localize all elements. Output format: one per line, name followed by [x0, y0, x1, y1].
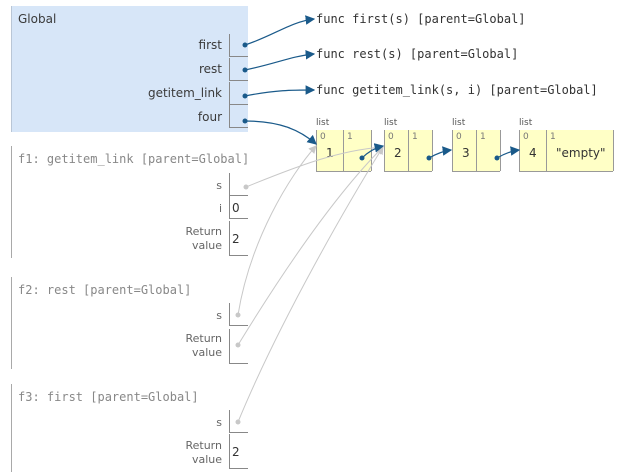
global-frame-title: Global — [18, 12, 57, 26]
global-frame: Global first rest getitem_link four — [11, 6, 248, 132]
var-cell-getitem-link — [229, 82, 248, 105]
list-1-rest-arrow — [361, 143, 385, 159]
frame-f3-return-value: 2 — [232, 445, 240, 459]
frame-f1-i-value: 0 — [232, 201, 240, 215]
frame-f3-s-label: s — [216, 416, 222, 429]
list-2: 0 2 1 — [384, 130, 433, 172]
list-3-index-0: 0 — [456, 132, 462, 142]
var-cell-first — [229, 34, 248, 57]
list-1-index-0: 0 — [320, 132, 326, 142]
global-pointer-arrows — [242, 15, 317, 145]
function-getitem-link: func getitem_link(s, i) [parent=Global] — [316, 83, 598, 97]
list-4-rest-value: "empty" — [556, 146, 606, 160]
f2-return-arrow — [237, 146, 384, 346]
f2-s-arrow — [237, 145, 317, 316]
frame-f1-i-label: i — [218, 202, 222, 215]
frame-f2-return-label: Return value — [185, 332, 222, 360]
list-3-value: 3 — [462, 146, 470, 160]
frame-f3-title: f3: first [parent=Global] — [18, 390, 199, 404]
frame-f2-s-cell — [229, 303, 248, 326]
frame-f1-s-cell — [229, 173, 248, 196]
list-3-cell-first: 0 3 — [452, 130, 477, 171]
return-label-line-2: value — [191, 239, 222, 252]
var-cell-rest — [229, 58, 248, 81]
frame-f1-return-label: Return value — [185, 225, 222, 253]
var-label-first: first — [198, 38, 222, 52]
return-label-line-1: Return — [185, 332, 222, 345]
return-label-line-1: Return — [185, 439, 222, 452]
list-2-cell-first: 0 2 — [384, 130, 409, 171]
list-3: 0 3 1 — [452, 130, 501, 172]
list-3-rest-arrow — [496, 146, 521, 159]
getitem-link-arrow — [244, 85, 316, 97]
return-label-line-2: value — [191, 453, 222, 466]
first-arrow — [244, 15, 316, 46]
list-3-index-1: 1 — [480, 132, 486, 142]
list-4-index-1: 1 — [550, 132, 556, 142]
list-2-rest-arrow — [428, 146, 453, 159]
var-label-four: four — [197, 110, 222, 124]
frame-f3-s-cell — [229, 410, 248, 433]
four-arrow — [244, 120, 317, 145]
list-4-index-0: 0 — [523, 132, 529, 142]
list-2-value: 2 — [394, 146, 402, 160]
list-3-cell-rest: 1 — [476, 130, 501, 171]
list-1-index-1: 1 — [347, 132, 353, 142]
f3-s-arrow — [237, 146, 384, 423]
list-1-value: 1 — [326, 146, 334, 160]
list-3-label: list — [452, 118, 466, 128]
function-rest: func rest(s) [parent=Global] — [316, 47, 519, 61]
return-label-line-2: value — [191, 346, 222, 359]
list-4-cell-rest: 1 "empty" — [546, 130, 614, 171]
list-2-index-1: 1 — [412, 132, 418, 142]
frame-f2-s-label: s — [216, 309, 222, 322]
frame-f3-return-label: Return value — [185, 439, 222, 467]
list-link-arrows — [359, 143, 521, 161]
list-2-cell-rest: 1 — [408, 130, 433, 171]
list-4-value: 4 — [529, 146, 537, 160]
rest-arrow — [244, 49, 316, 71]
list-4-label: list — [519, 118, 533, 128]
frame-f3: f3: first [parent=Global] s Return value… — [11, 384, 248, 472]
var-label-getitem-link: getitem_link — [147, 86, 222, 100]
frame-f1-return-value: 2 — [232, 232, 240, 246]
list-1-label: list — [316, 118, 330, 128]
return-label-line-1: Return — [185, 225, 222, 238]
list-1: 0 1 1 — [316, 130, 372, 172]
frame-f1: f1: getitem_link [parent=Global] s i 0 R… — [11, 146, 250, 258]
f1-s-arrow — [245, 143, 384, 188]
list-2-index-0: 0 — [388, 132, 394, 142]
frame-f2-title: f2: rest [parent=Global] — [18, 283, 192, 297]
frame-f3-return-cell — [229, 434, 248, 469]
frame-f1-s-label: s — [216, 179, 222, 192]
var-cell-four — [229, 105, 248, 128]
frame-f1-return-cell — [229, 221, 248, 256]
list-4: 0 4 1 "empty" — [519, 130, 614, 172]
frame-f2: f2: rest [parent=Global] s Return value — [11, 277, 248, 369]
frame-f2-return-cell — [229, 329, 248, 364]
frame-f1-title: f1: getitem_link [parent=Global] — [18, 152, 250, 166]
list-2-label: list — [384, 118, 398, 128]
frame-f1-i-cell — [229, 196, 248, 219]
inactive-pointer-arrows — [235, 143, 384, 425]
function-first: func first(s) [parent=Global] — [316, 12, 526, 26]
var-label-rest: rest — [198, 62, 222, 76]
